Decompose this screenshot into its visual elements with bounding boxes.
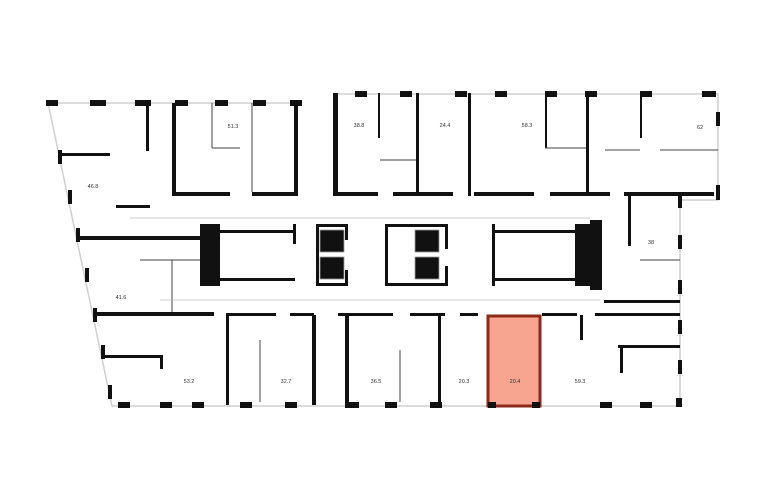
unit-label[interactable]: 53.2: [184, 379, 195, 385]
unit-label[interactable]: 36.5: [371, 379, 382, 385]
unit-label[interactable]: 20.3: [459, 379, 470, 385]
unit-label[interactable]: 51.3: [228, 124, 239, 130]
unit-label[interactable]: 32.7: [281, 379, 292, 385]
unit-label-selected[interactable]: 20.4: [510, 379, 521, 385]
unit-label[interactable]: 24.4: [440, 123, 451, 129]
unit-label[interactable]: 59.3: [575, 379, 586, 385]
unit-label[interactable]: 62: [697, 125, 703, 131]
unit-label[interactable]: 38: [648, 240, 654, 246]
walls: [46, 91, 720, 408]
unit-label[interactable]: 38.8: [354, 123, 365, 129]
unit-area-labels: 51.3 38.8 24.4 58.3 62 46.8 38 41.6 53.2…: [88, 123, 703, 385]
unit-label[interactable]: 41.6: [116, 295, 127, 301]
unit-label[interactable]: 46.8: [88, 184, 99, 190]
interior-partitions: [130, 103, 718, 402]
unit-highlight-20-4[interactable]: [486, 314, 542, 408]
unit-label[interactable]: 58.3: [522, 123, 533, 129]
